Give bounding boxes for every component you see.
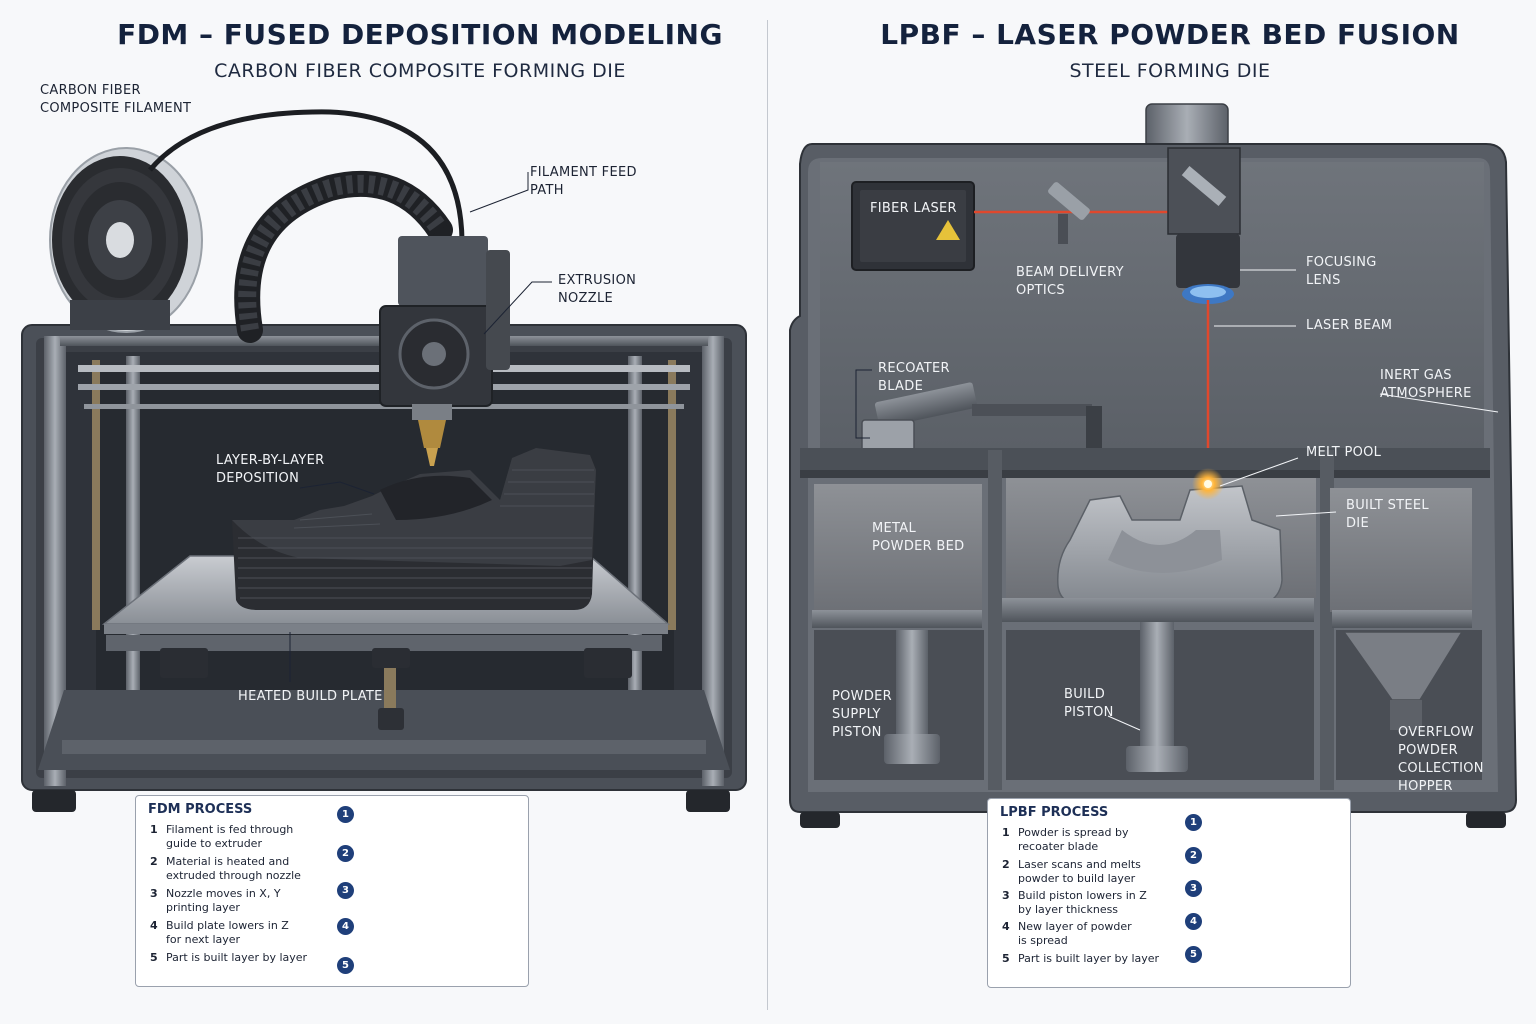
lpbf-scanner-housing [1145,103,1229,149]
fdm-title: FDM – FUSED DEPOSITION MODELING [117,18,723,51]
lpbf-badge-3: 3 [1185,880,1202,897]
label-fiber-laser: FIBER LASER [870,201,957,216]
fdm-badge-5: 5 [337,957,354,974]
lpbf-process-title: LPBF PROCESS [1000,805,1109,820]
lpbf-subtitle: STEEL FORMING DIE [1069,60,1271,82]
fdm-extruder [379,236,510,466]
lpbf-title: LPBF – LASER POWDER BED FUSION [880,18,1460,51]
lpbf-badge-4: 4 [1185,913,1202,930]
lpbf-beam-mirror [1048,182,1090,244]
lpbf-badge-1: 1 [1185,814,1202,831]
lpbf-build-piston [1140,622,1174,750]
lpbf-badge-5: 5 [1185,946,1202,963]
fdm-badge-4: 4 [337,918,354,935]
lpbf-machine [789,103,1518,828]
label-laser-beam: LASER BEAM [1306,318,1393,333]
fdm-filament-spool [49,147,203,333]
lpbf-leaders [1107,269,1499,731]
fdm-subtitle: CARBON FIBER COMPOSITE FORMING DIE [214,60,626,82]
panel-divider [767,20,768,1010]
lpbf-process-panel [987,798,1351,988]
fdm-process-panel [135,795,529,987]
fdm-printed-die [232,448,596,610]
fdm-process-title: FDM PROCESS [148,802,253,817]
lpbf-scanner-head [1167,147,1241,304]
fdm-badge-2: 2 [337,845,354,862]
lpbf-fiber-laser-unit [851,181,975,271]
lpbf-powder-bed [814,484,982,612]
fdm-badge-3: 3 [337,882,354,899]
lpbf-supply-piston [896,630,928,740]
label-heated-build-plate: HEATED BUILD PLATE [238,689,383,704]
fdm-printer [21,109,747,812]
label-melt-pool: MELT POOL [1306,445,1382,460]
fdm-leaders [289,172,552,682]
lpbf-badge-2: 2 [1185,847,1202,864]
fdm-badge-1: 1 [337,806,354,823]
